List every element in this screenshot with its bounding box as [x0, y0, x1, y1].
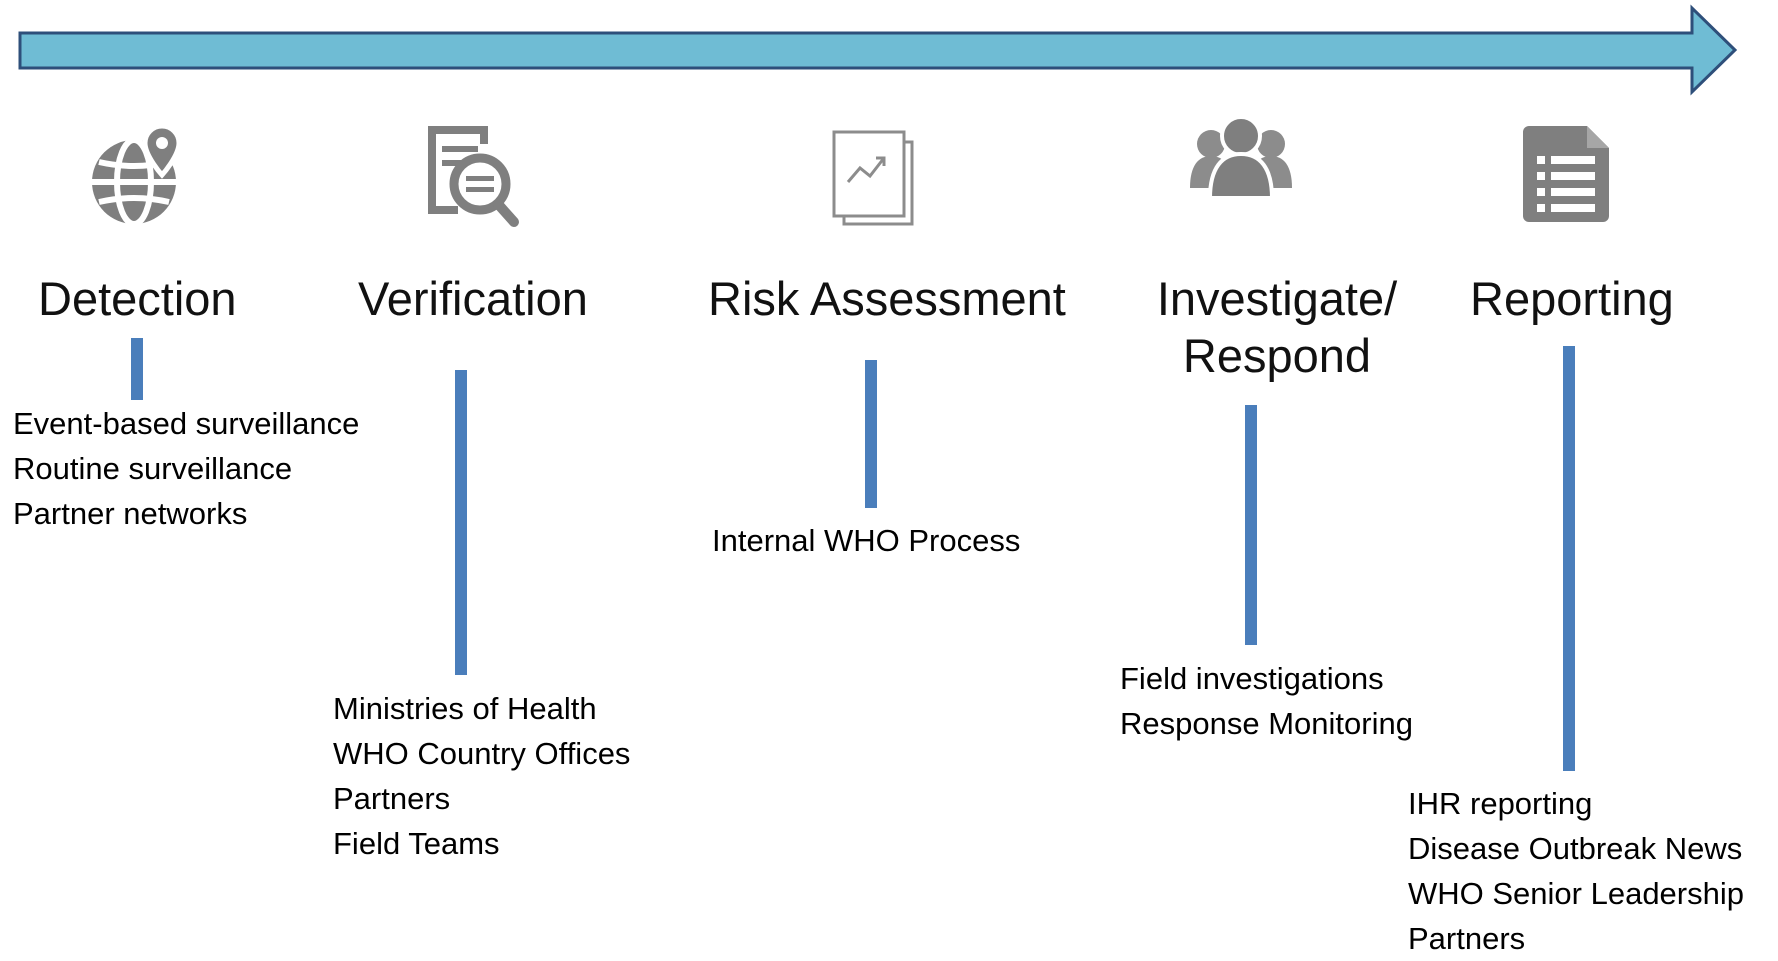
- stage-items: Event-based surveillance Routine surveil…: [13, 401, 359, 536]
- title-line: Respond: [1182, 329, 1372, 382]
- item-text: Disease Outbreak News: [1408, 831, 1743, 866]
- connector-bar: [865, 360, 877, 508]
- item-text: Routine surveillance: [13, 451, 293, 486]
- item-text: WHO Country Offices: [333, 736, 631, 771]
- stage-title: Risk Assessment: [708, 272, 1066, 325]
- item-text: Internal WHO Process: [712, 523, 1021, 558]
- item-text: Response Monitoring: [1120, 706, 1413, 741]
- title-line: Investigate/: [1156, 272, 1398, 325]
- item-text: Partners: [333, 781, 451, 816]
- document-search-icon: [418, 118, 528, 228]
- item-text: Event-based surveillance: [13, 406, 360, 441]
- item-text: Partners: [1408, 921, 1526, 956]
- stage-title: Investigate/ Respond: [1154, 270, 1400, 384]
- stage-items: Field investigations Response Monitoring: [1120, 656, 1413, 746]
- report-list-icon: [1513, 116, 1623, 226]
- item-text: Field investigations: [1120, 661, 1384, 696]
- stage-items: Internal WHO Process: [712, 518, 1020, 563]
- globe-location-icon: [82, 120, 192, 230]
- stage-title: Reporting: [1470, 272, 1674, 325]
- item-text: Field Teams: [333, 826, 500, 861]
- stage-title: Detection: [38, 272, 237, 325]
- connector-bar: [131, 338, 143, 400]
- connector-bar: [1245, 405, 1257, 645]
- stage-items: Ministries of Health WHO Country Offices…: [333, 686, 630, 866]
- connector-bar: [455, 370, 467, 675]
- connector-bar: [1563, 346, 1575, 771]
- item-text: Ministries of Health: [333, 691, 597, 726]
- item-text: IHR reporting: [1408, 786, 1593, 821]
- chart-document-icon: [818, 120, 928, 230]
- stage-title: Verification: [358, 272, 588, 325]
- timeline-arrow: [18, 4, 1738, 96]
- people-group-icon: [1186, 106, 1296, 216]
- stage-items: IHR reporting Disease Outbreak News WHO …: [1408, 781, 1744, 961]
- item-text: Partner networks: [13, 496, 248, 531]
- item-text: WHO Senior Leadership: [1408, 876, 1744, 911]
